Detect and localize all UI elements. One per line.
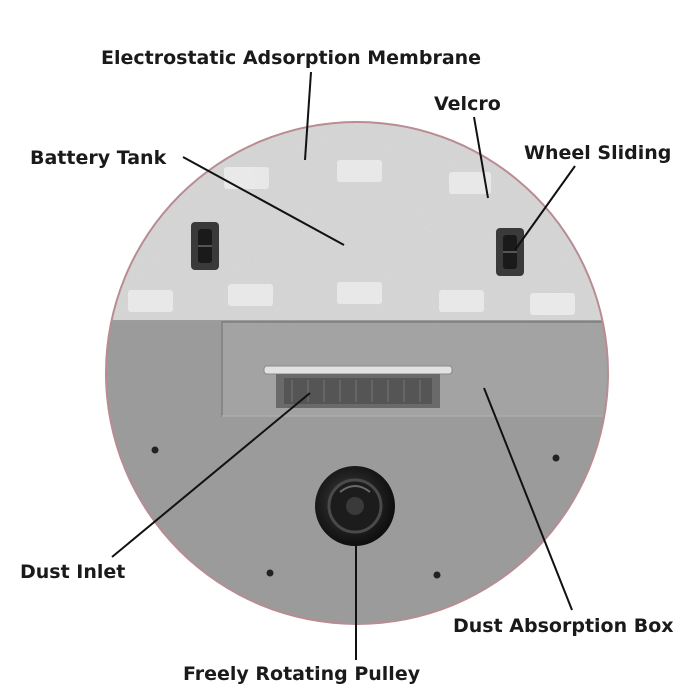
left-wheel [191,222,219,270]
dust-inlet [263,365,453,408]
freely-rotating-pulley [315,466,395,546]
screw-holes [151,446,560,579]
label-velcro: Velcro [434,93,501,115]
right-wheel [496,228,524,276]
label-dust-absorption-box: Dust Absorption Box [453,615,674,637]
label-electrostatic-adsorption-membrane: Electrostatic Adsorption Membrane [101,47,482,69]
label-wheel-sliding: Wheel Sliding [524,142,672,164]
leader-inlet [111,392,311,558]
leader-box [483,387,573,611]
leader-battery [182,156,345,246]
leader-lines [111,71,576,660]
label-freely-rotating-pulley: Freely Rotating Pulley [183,663,421,685]
label-dust-inlet: Dust Inlet [20,561,126,583]
label-battery-tank: Battery Tank [30,147,167,169]
leader-membrane [304,71,312,161]
leader-wheel [514,165,576,251]
velcro-patches [128,160,575,315]
leader-velcro [473,116,489,199]
